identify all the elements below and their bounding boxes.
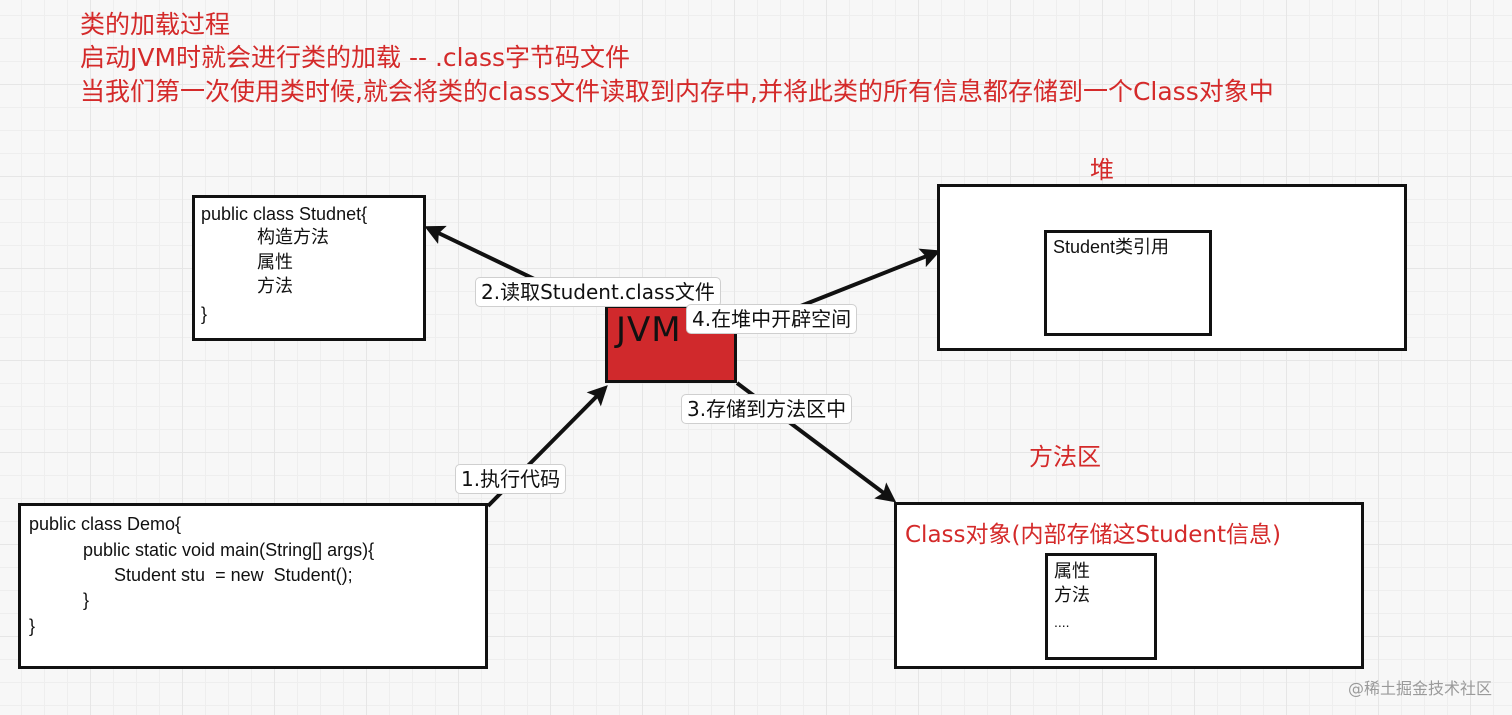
demo-class-closing-brace: } [29, 616, 36, 636]
class-object-fields: 属性 [1054, 561, 1090, 582]
jvm-label: JVM [616, 310, 682, 350]
header-line-jvm: 启动JVM时就会进行类的加载 -- .class字节码文件 [80, 43, 630, 72]
student-constructor: 构造方法 [257, 227, 329, 248]
student-methods: 方法 [257, 276, 293, 297]
demo-new-student: Student stu = new Student(); [114, 565, 353, 585]
step-4-label: 4.在堆中开辟空间 [686, 304, 858, 334]
step-3-label: 3.存储到方法区中 [681, 394, 853, 424]
class-object-ellipsis: .... [1054, 614, 1070, 630]
demo-method-closing-brace: } [83, 590, 90, 610]
header-title: 类的加载过程 [80, 10, 231, 39]
student-class-declaration: public class Studnet{ [201, 204, 368, 224]
watermark: @稀土掘金技术社区 [1347, 679, 1492, 698]
header-line-class-loading: 当我们第一次使用类时候,就会将类的class文件读取到内存中,并将此类的所有信息… [80, 77, 1274, 106]
student-fields: 属性 [257, 252, 293, 273]
method-area-title: 方法区 [1029, 443, 1101, 471]
demo-main-method: public static void main(String[] args){ [83, 540, 375, 560]
method-area-box: Class对象(内部存储这Student信息) 属性 方法 .... [894, 502, 1364, 669]
student-reference-label: Student类引用 [1053, 237, 1170, 257]
step-1-label: 1.执行代码 [455, 464, 567, 494]
student-closing-brace: } [201, 304, 208, 324]
class-object-label: Class对象(内部存储这Student信息) [905, 522, 1281, 548]
class-object-inner-box: 属性 方法 .... [1045, 553, 1157, 660]
demo-class-declaration: public class Demo{ [29, 514, 182, 534]
class-object-methods: 方法 [1054, 585, 1090, 606]
jvm-box: JVM [605, 305, 737, 383]
step-2-label: 2.读取Student.class文件 [475, 277, 721, 307]
demo-class-box: public class Demo{ public static void ma… [18, 503, 488, 669]
heap-title: 堆 [1090, 156, 1114, 184]
student-reference-box: Student类引用 [1044, 230, 1212, 336]
student-class-box: public class Studnet{ 构造方法 属性 方法 } [192, 195, 426, 341]
heap-box: Student类引用 [937, 184, 1407, 351]
